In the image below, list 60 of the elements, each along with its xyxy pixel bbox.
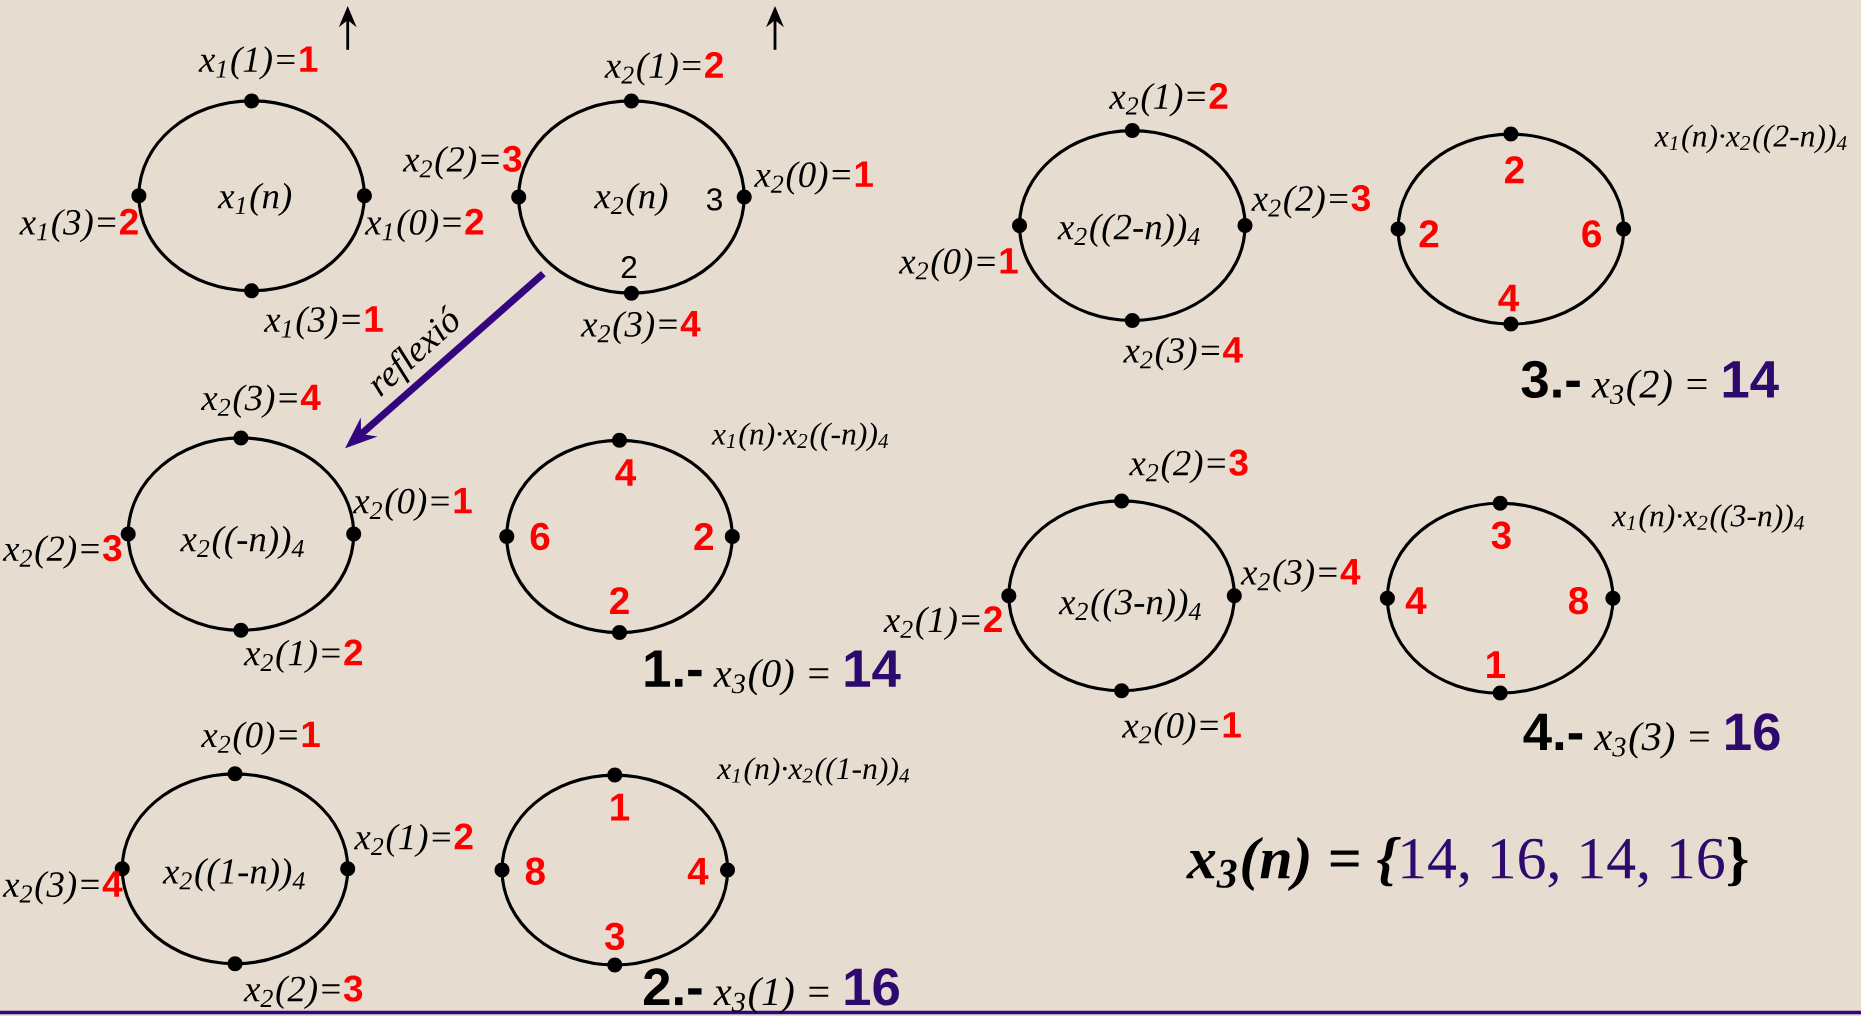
product-value: 2 <box>1419 220 1439 248</box>
product-value: 8 <box>1568 586 1589 615</box>
product-value: 1 <box>1487 651 1506 678</box>
sample-label: x$_{2}$(3)=4 <box>200 384 321 418</box>
product-value: 2 <box>610 587 629 615</box>
sample-label: x$_{2}$(3)=4 <box>1123 337 1243 371</box>
sample-label: x$_{1}$(3)=2 <box>19 208 138 243</box>
circle-node <box>2 721 473 1009</box>
sample-label: x$_{2}$(3)=4 <box>1240 558 1361 593</box>
sample-label: x$_{2}$(0)=1 <box>754 161 873 195</box>
product-value: 4 <box>615 459 637 486</box>
sample-label: x$_{2}$(2)=3 <box>1129 449 1248 484</box>
sample-label: x$_{2}$(2)=3 <box>2 535 122 569</box>
result-label: 4.- x$_{3}$(3) = 16 <box>1523 713 1780 759</box>
product-label: x$_{1}$(n)·x$_{2}$((3-n))$_{4}$ <box>1611 504 1804 534</box>
product-label: x$_{1}$(n)·x$_{2}$((2-n))$_{4}$ <box>1654 124 1847 154</box>
product-value: 4 <box>1498 284 1520 312</box>
product-value: 8 <box>525 857 545 885</box>
product-value: 4 <box>687 857 709 885</box>
product-value: 1 <box>611 793 630 821</box>
product-label: x$_{1}$(n)·x$_{2}$((-n))$_{4}$ <box>711 422 888 452</box>
sample-label: x$_{2}$(3)=4 <box>2 871 123 905</box>
sample-label: x$_{2}$(1)=2 <box>354 823 473 858</box>
sample-label: x$_{2}$(1)=2 <box>604 52 723 86</box>
signal-label: x$_{2}$((2-n))$_{4}$ <box>1057 213 1200 247</box>
sample-label: x$_{1}$(0)=2 <box>364 208 484 243</box>
index-number: 3 <box>706 188 722 211</box>
sample-label: x$_{1}$(1)=1 <box>198 46 318 80</box>
sample-label: x$_{2}$(2)=3 <box>243 975 363 1009</box>
product-value: 2 <box>694 523 713 550</box>
sample-label: x$_{2}$(0)=1 <box>1121 712 1241 746</box>
sample-label: x$_{2}$(1)=2 <box>883 606 1002 640</box>
signal-label: x$_{2}$((-n))$_{4}$ <box>180 525 304 560</box>
signal-label: x$_{2}$(n) <box>593 182 668 217</box>
circle-node <box>898 82 1370 371</box>
sample-label: x$_{2}$(1)=2 <box>1108 82 1228 117</box>
product-label: x$_{1}$(n)·x$_{2}$((1-n))$_{4}$ <box>716 757 910 786</box>
sample-label: x$_{2}$(1)=2 <box>243 639 363 674</box>
sample-label: x$_{2}$(0)=1 <box>200 721 320 755</box>
signal-label: x$_{2}$((1-n))$_{4}$ <box>162 858 305 892</box>
product-value: 3 <box>1491 521 1511 549</box>
product-value: 2 <box>1505 156 1524 184</box>
sample-label: x$_{2}$(3)=4 <box>580 310 701 345</box>
result-formula: x$_{3}$(n) = {14, 16, 14, 16} <box>1186 836 1748 892</box>
result-label: 1.- x$_{3}$(0) = 14 <box>645 650 901 696</box>
product-value: 3 <box>604 922 625 951</box>
index-number: 2 <box>621 255 637 279</box>
result-label: 3.- x$_{3}$(2) = 14 <box>1521 360 1779 407</box>
circle-node <box>1390 124 1847 332</box>
signal-label: x$_{1}$(n) <box>217 182 292 217</box>
circle-node <box>1379 495 1804 701</box>
product-value: 4 <box>1405 587 1427 614</box>
result-label: 2.- x$_{3}$(1) = 16 <box>643 968 899 1014</box>
product-value: 6 <box>530 522 550 551</box>
sample-label: x$_{2}$(0)=1 <box>898 248 1018 282</box>
sample-label: x$_{2}$(0)=1 <box>352 487 472 522</box>
sample-label: x$_{2}$(2)=3 <box>402 145 522 180</box>
sample-label: x$_{2}$(2)=3 <box>1251 185 1370 219</box>
signal-label: x$_{2}$((3-n))$_{4}$ <box>1058 588 1201 622</box>
product-value: 6 <box>1582 220 1601 248</box>
